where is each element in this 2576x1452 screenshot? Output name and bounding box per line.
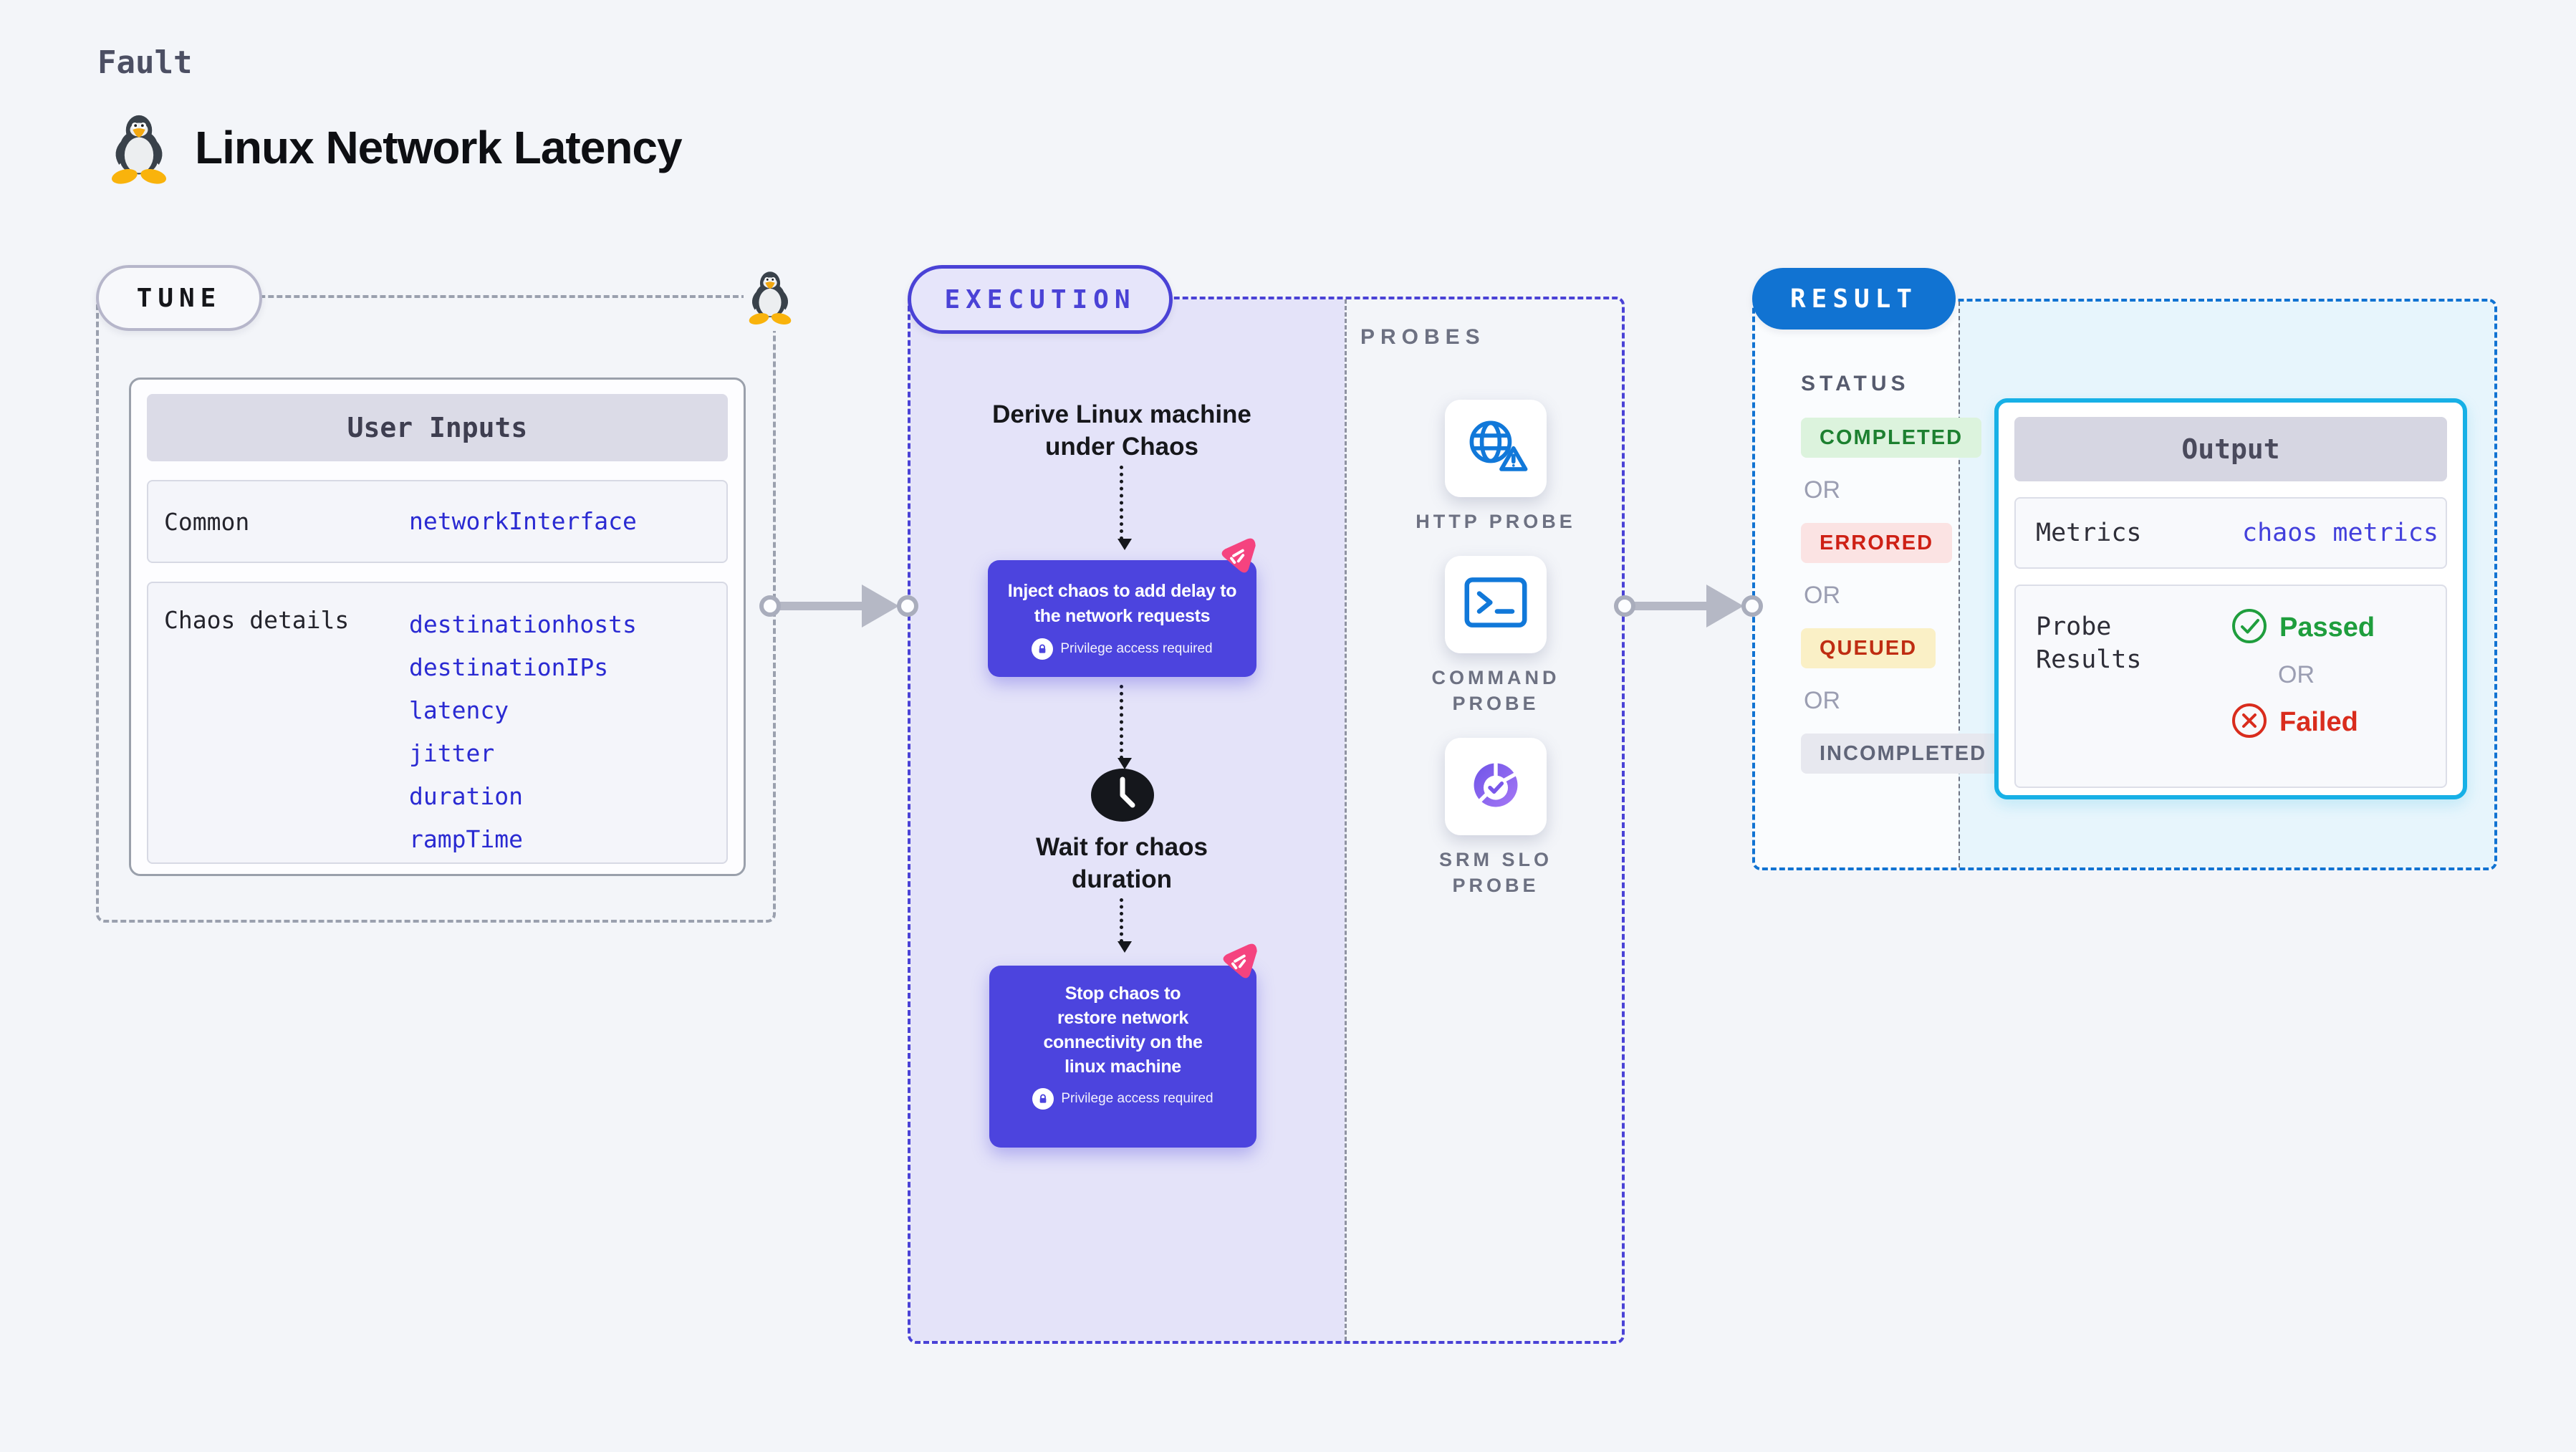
title-row: Linux Network Latency	[105, 107, 683, 188]
page-title: Linux Network Latency	[195, 122, 683, 173]
slo-pie-check-icon	[1463, 754, 1529, 819]
failed-label: Failed	[2279, 707, 2358, 737]
srm-slo-probe-card[interactable]	[1445, 738, 1547, 835]
metrics-row: Metrics chaos metrics	[2014, 497, 2447, 569]
execution-to-result-arrow	[1614, 585, 1763, 628]
probe-results-row: Probe Results Passed OR	[2014, 585, 2447, 788]
flow-arrow-down	[1118, 466, 1132, 550]
input-label: Chaos details	[164, 606, 350, 634]
globe-alert-icon	[1463, 416, 1529, 481]
step-stop-text: Stop chaos to restore network connectivi…	[1043, 984, 1203, 1077]
check-circle-icon	[2231, 607, 2268, 648]
connector-node	[759, 595, 781, 617]
result-divider	[1959, 302, 1960, 867]
connector-node	[1614, 595, 1635, 617]
step-derive-machine: Derive Linux machine under Chaos	[992, 400, 1251, 461]
connector-node	[897, 595, 918, 617]
result-section-border: STATUS COMPLETED OR ERRORED OR QUEUED OR…	[1752, 299, 2497, 870]
passed-label: Passed	[2279, 612, 2375, 643]
passed-verdict: Passed	[2231, 607, 2375, 648]
privilege-note: Privilege access required	[1061, 1091, 1213, 1106]
metrics-value: chaos metrics	[2242, 519, 2438, 547]
step-stop-chaos-node[interactable]: Stop chaos to restore network connectivi…	[989, 966, 1256, 1148]
tux-icon	[105, 109, 173, 186]
user-inputs-card: User Inputs Common networkInterface Chao…	[129, 378, 746, 876]
step-inject-text: Inject chaos to add delay to the network…	[1007, 581, 1237, 626]
input-row-chaos-details: Chaos details destinationhosts destinati…	[147, 582, 728, 864]
input-value: jitter	[409, 739, 495, 767]
or-separator: OR	[1804, 582, 1840, 609]
privilege-note: Privilege access required	[1060, 641, 1213, 656]
input-value: latency	[409, 696, 509, 724]
output-header: Output	[2014, 417, 2447, 481]
tux-small-icon	[744, 262, 797, 331]
output-card: Output Metrics chaos metrics Probe Resul…	[1994, 398, 2467, 799]
clock-icon	[1090, 766, 1155, 824]
terminal-icon	[1463, 572, 1529, 638]
input-value: rampTime	[409, 825, 523, 853]
probes-divider	[1345, 299, 1347, 1341]
http-probe-card[interactable]	[1445, 400, 1547, 497]
input-value: destinationhosts	[409, 610, 637, 638]
status-badge-incompleted: INCOMPLETED	[1801, 734, 2006, 774]
flow-arrow-down	[1118, 685, 1132, 769]
http-probe-label: HTTP PROBE	[1416, 511, 1576, 532]
tune-badge[interactable]: TUNE	[96, 265, 262, 331]
result-badge[interactable]: RESULT	[1752, 268, 1956, 330]
input-row-common: Common networkInterface	[147, 480, 728, 563]
execution-section-border: Derive Linux machine under Chaos Inject …	[908, 297, 1625, 1344]
input-label: Common	[164, 507, 250, 536]
or-separator: OR	[1804, 476, 1840, 504]
status-badge-completed: COMPLETED	[1801, 418, 1982, 458]
command-probe-label: COMMAND PROBE	[1431, 667, 1560, 714]
lock-icon	[1032, 1088, 1054, 1110]
step-inject-chaos-node[interactable]: Inject chaos to add delay to the network…	[988, 560, 1256, 677]
input-value: networkInterface	[409, 507, 637, 535]
probe-results-label: Probe Results	[2036, 612, 2142, 674]
status-badge-errored: ERRORED	[1801, 523, 1953, 563]
command-probe-card[interactable]	[1445, 556, 1547, 653]
input-value: duration	[409, 782, 523, 810]
chaos-fault-icon	[1214, 532, 1264, 579]
metrics-label: Metrics	[2036, 519, 2142, 547]
step-wait-duration: Wait for chaos duration	[1036, 833, 1208, 893]
srm-slo-probe-label: SRM SLO PROBE	[1438, 849, 1552, 896]
tune-to-execution-arrow	[759, 585, 918, 628]
status-heading: STATUS	[1801, 372, 1910, 395]
flow-arrow-down	[1118, 898, 1132, 953]
fault-eyebrow: Fault	[97, 44, 193, 81]
or-separator: OR	[2278, 661, 2315, 688]
chaos-fault-icon	[1216, 937, 1265, 984]
status-column: STATUS COMPLETED OR ERRORED OR QUEUED OR…	[1801, 372, 2006, 792]
or-separator: OR	[1804, 687, 1840, 714]
execution-badge[interactable]: EXECUTION	[908, 265, 1173, 334]
input-value: destinationIPs	[409, 653, 609, 681]
failed-verdict: Failed	[2231, 702, 2375, 743]
probes-heading: PROBES	[1360, 325, 1486, 349]
lock-icon	[1032, 638, 1054, 660]
user-inputs-header: User Inputs	[147, 394, 728, 461]
status-badge-queued: QUEUED	[1801, 628, 1936, 668]
x-circle-icon	[2231, 702, 2268, 743]
connector-node	[1741, 595, 1763, 617]
